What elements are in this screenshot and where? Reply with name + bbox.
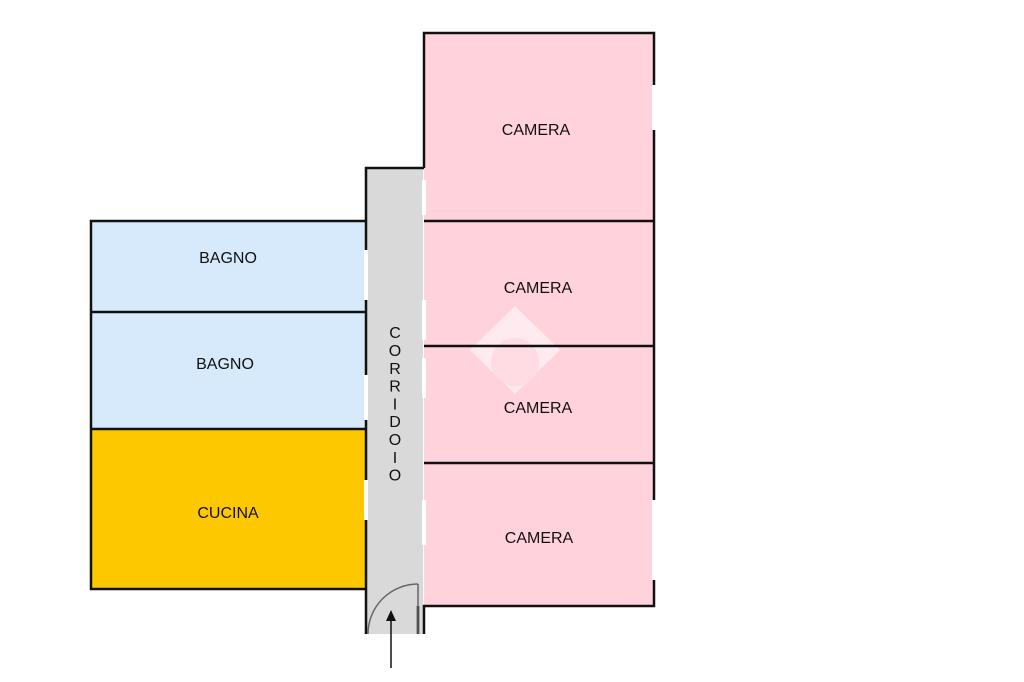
cucina-label: CUCINA xyxy=(197,505,259,522)
corridoio-letter: O xyxy=(389,343,401,360)
corridoio-letter: C xyxy=(389,325,401,342)
corridoio-letter: R xyxy=(389,379,401,396)
corridoio-letter: I xyxy=(393,396,397,413)
entrance-door-icon xyxy=(367,583,419,635)
corridoio-letter: O xyxy=(389,468,401,485)
logo-watermark-icon xyxy=(470,306,560,394)
corridoio-letter: O xyxy=(389,432,401,449)
camera-room-2-fill xyxy=(424,221,654,346)
camera-label-2: CAMERA xyxy=(504,280,573,297)
camera-label-1: CAMERA xyxy=(502,122,571,139)
cucina-room-fill xyxy=(91,429,365,589)
walls xyxy=(89,31,656,634)
bagno-label-1: BAGNO xyxy=(199,250,257,267)
entrance-arrow-icon xyxy=(386,610,396,668)
bagno-room-1-fill xyxy=(91,221,365,312)
corridoio-fill xyxy=(366,168,423,634)
corridoio-letter: R xyxy=(389,361,401,378)
door-openings xyxy=(364,85,656,580)
camera-room-4-fill xyxy=(424,463,654,606)
corridoio-letter: I xyxy=(393,450,397,467)
corridoio-letter: D xyxy=(389,414,401,431)
camera-room-1-fill xyxy=(424,33,654,221)
camera-label-4: CAMERA xyxy=(505,530,574,547)
camera-label-3: CAMERA xyxy=(504,400,573,417)
bagno-label-2: BAGNO xyxy=(196,356,254,373)
bagno-room-2-fill xyxy=(91,312,365,429)
